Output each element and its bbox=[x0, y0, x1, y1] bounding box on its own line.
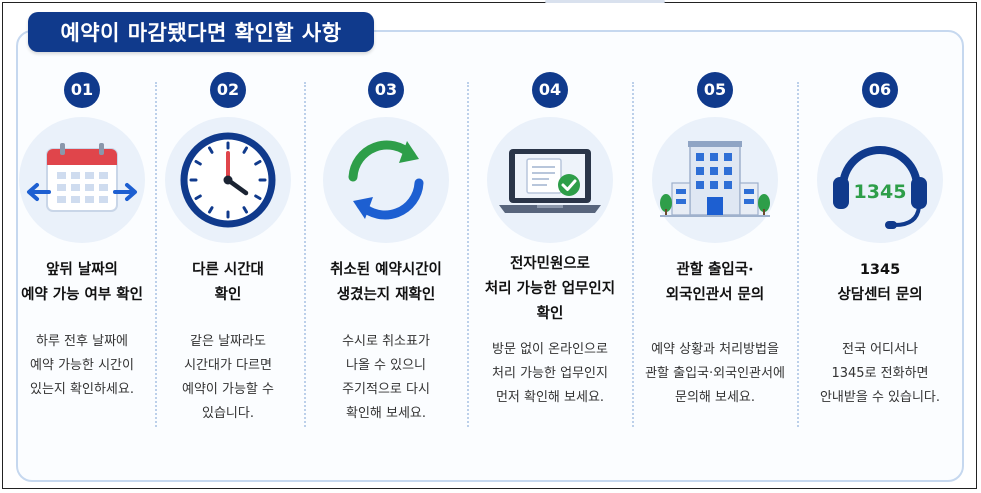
column-divider bbox=[797, 82, 799, 427]
top-accent-bar bbox=[545, 0, 665, 3]
hotline-number-text: 1345 bbox=[854, 181, 907, 203]
step-number-badge: 01 bbox=[64, 72, 100, 108]
step-number-badge: 06 bbox=[862, 72, 898, 108]
calendar-icon bbox=[19, 117, 145, 243]
content-panel bbox=[16, 30, 964, 482]
step-card-05: 05 관할 출입국· 외국인관서 문의 예약 상황과 처리방법을 관할 출입국·… bbox=[639, 62, 791, 442]
step-description: 전국 어디서나 1345로 전화하면 안내받을 수 있습니다. bbox=[819, 342, 941, 405]
step-card-02: 02 다른 시간대 확인 같은 날짜라도 시간대가 다르면 예약이 가능할 수 … bbox=[152, 62, 304, 442]
step-heading: 관할 출입국· 외국인관서 문의 bbox=[665, 262, 765, 303]
headset-icon: 1345 bbox=[817, 117, 943, 243]
step-card-03: 03 취소된 예약시간이 생겼는지 재확인 수시로 취소표가 나올 수 있으니 … bbox=[310, 62, 462, 442]
step-number-badge: 03 bbox=[368, 72, 404, 108]
refresh-icon bbox=[323, 117, 449, 243]
step-description: 하루 전후 날짜에 예약 가능한 시간이 있는지 확인하세요. bbox=[30, 334, 134, 397]
column-divider bbox=[632, 82, 634, 427]
step-description: 수시로 취소표가 나올 수 있으니 주기적으로 다시 확인해 보세요. bbox=[342, 334, 430, 421]
step-number-badge: 02 bbox=[210, 72, 246, 108]
step-heading: 취소된 예약시간이 생겼는지 재확인 bbox=[330, 262, 442, 303]
step-card-06: 06 1345 1345 상담센터 문의 전국 어디서나 1345로 전화하면 … bbox=[804, 62, 956, 442]
step-number-badge: 04 bbox=[532, 72, 568, 108]
column-divider bbox=[155, 82, 157, 427]
step-heading: 1345 상담센터 문의 bbox=[837, 262, 923, 303]
step-description: 같은 날짜라도 시간대가 다르면 예약이 가능할 수 있습니다. bbox=[182, 334, 274, 421]
page-title: 예약이 마감됐다면 확인할 사항 bbox=[60, 21, 342, 45]
step-number-badge: 05 bbox=[697, 72, 733, 108]
step-heading: 앞뒤 날짜의 예약 가능 여부 확인 bbox=[21, 262, 143, 303]
laptop-check-icon bbox=[487, 117, 613, 243]
step-description: 방문 없이 온라인으로 처리 가능한 업무인지 먼저 확인해 보세요. bbox=[492, 342, 608, 405]
step-card-01: 01 앞뒤 날짜의 예약 가능 여부 확인 하루 전후 날짜에 예약 가능한 시… bbox=[6, 62, 158, 442]
column-divider bbox=[467, 82, 469, 427]
column-divider bbox=[304, 82, 306, 427]
title-banner: 예약이 마감됐다면 확인할 사항 bbox=[28, 12, 374, 52]
clock-icon bbox=[165, 117, 291, 243]
step-description: 예약 상황과 처리방법을 관할 출입국·외국인관서에 문의해 보세요. bbox=[645, 342, 785, 405]
office-building-icon bbox=[652, 117, 778, 243]
step-heading: 다른 시간대 확인 bbox=[192, 262, 264, 303]
step-heading: 전자민원으로 처리 가능한 업무인지 확인 bbox=[484, 256, 616, 322]
step-card-04: 04 전자민원으로 처리 가능한 업무인지 확인 방문 없이 온라인으로 처리 … bbox=[474, 62, 626, 442]
